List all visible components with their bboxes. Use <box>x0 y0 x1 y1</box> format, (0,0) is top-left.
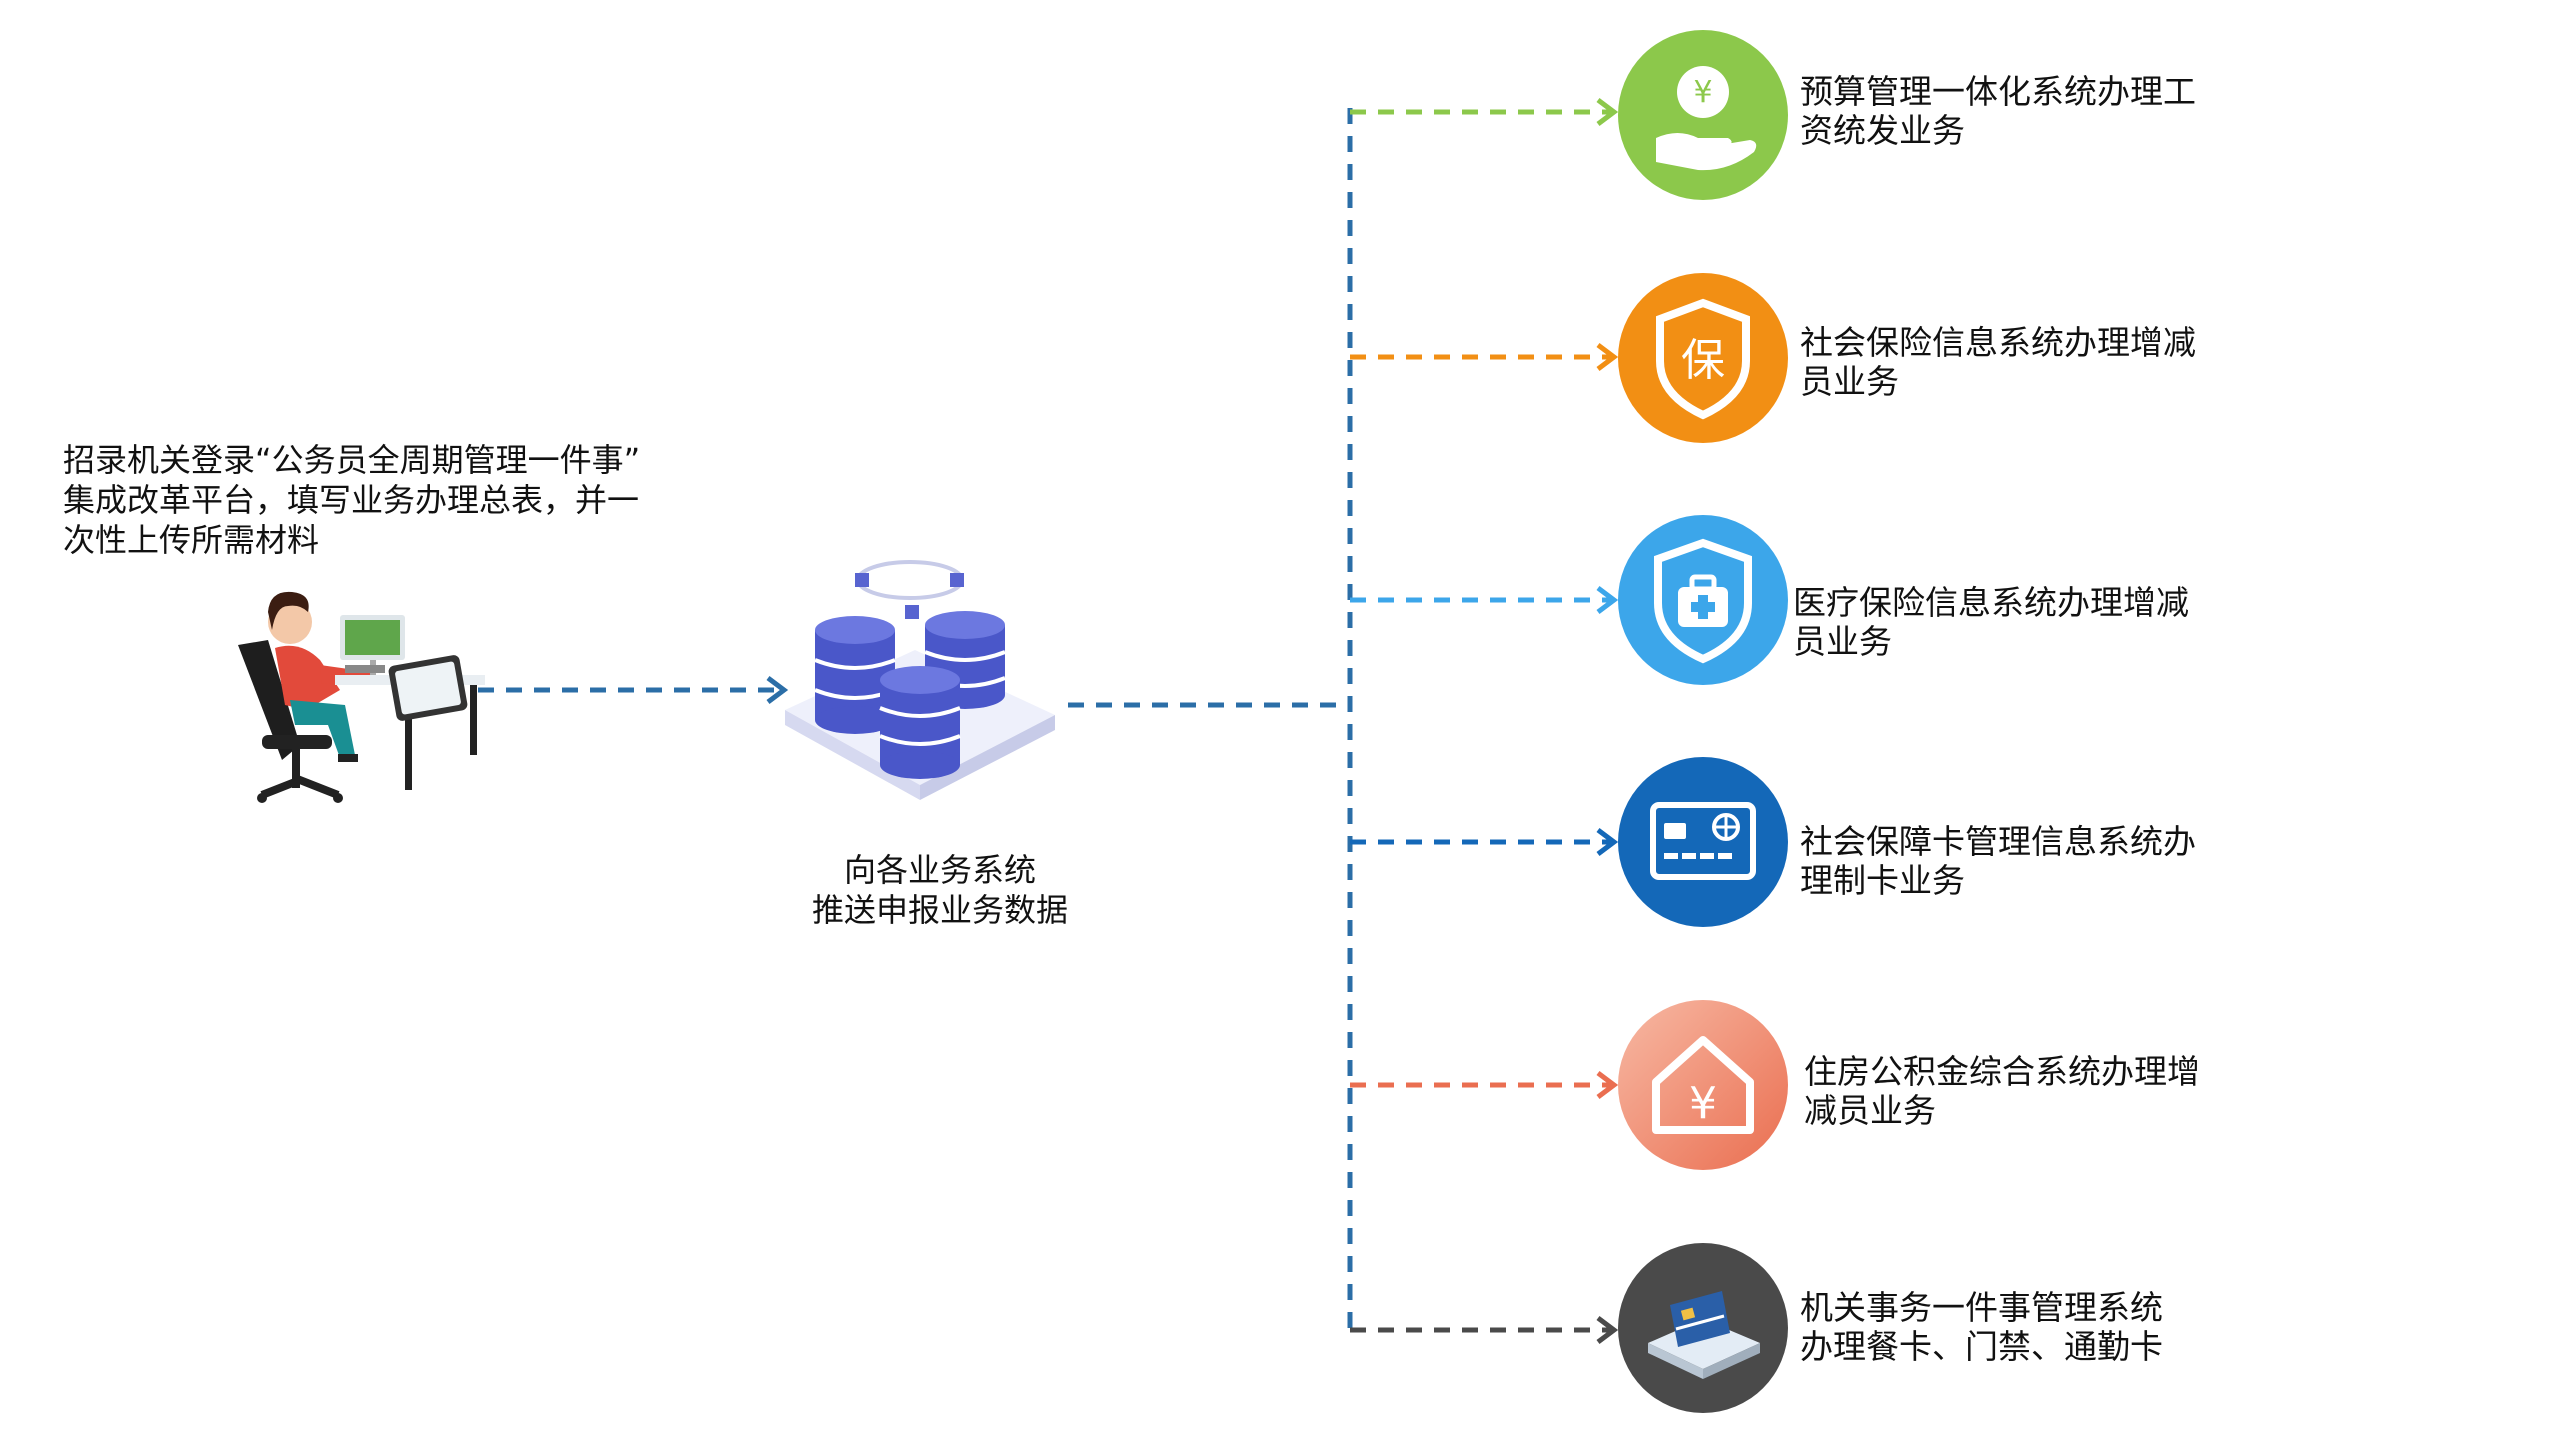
node-label-line: 机关事务一件事管理系统 <box>1800 1288 2163 1327</box>
node-label-housing-fund: 住房公积金综合系统办理增 减员业务 <box>1804 1052 2200 1130</box>
housing-fund-house-icon: ¥ <box>1618 1000 1788 1170</box>
branch-arrow <box>1350 586 1619 614</box>
node-label-line: 预算管理一体化系统办理工 <box>1800 72 2196 111</box>
node-label-line: 办理餐卡、门禁、通勤卡 <box>1800 1327 2163 1366</box>
medical-insurance-shield-icon <box>1618 515 1788 685</box>
salary-payment-icon: ¥ <box>1618 30 1788 200</box>
svg-text:保: 保 <box>1681 335 1725 386</box>
branch-arrow <box>1350 98 1619 126</box>
node-label-medical-insurance: 医疗保险信息系统办理增减 员业务 <box>1793 583 2189 661</box>
node-label-line: 住房公积金综合系统办理增 <box>1804 1052 2200 1091</box>
branch-arrow <box>1350 828 1619 856</box>
intro-line: 集成改革平台，填写业务办理总表，并一 <box>63 481 640 519</box>
node-label-line: 减员业务 <box>1804 1091 1936 1130</box>
node-label-social-security-card: 社会保障卡管理信息系统办 理制卡业务 <box>1800 822 2196 900</box>
intro-line: 招录机关登录“公务员全周期管理一件事” <box>63 441 641 479</box>
svg-text:¥: ¥ <box>1689 1078 1717 1129</box>
social-security-card-icon <box>1618 757 1788 927</box>
intro-line: 次性上传所需材料 <box>63 521 320 559</box>
node-label-line: 资统发业务 <box>1800 111 1965 150</box>
node-label-line: 员业务 <box>1793 622 1892 661</box>
arrow-to-hub <box>478 676 789 704</box>
clerk-at-desk-illustration <box>238 591 485 803</box>
node-label-line: 理制卡业务 <box>1800 861 1965 900</box>
canteen-access-card-icon <box>1618 1243 1788 1413</box>
node-label-budget: 预算管理一体化系统办理工 资统发业务 <box>1800 72 2196 150</box>
branch-arrow <box>1350 1316 1619 1344</box>
branch-arrow <box>1350 1071 1619 1099</box>
node-label-line: 社会保险信息系统办理增减 <box>1800 323 2196 362</box>
social-insurance-shield-icon: 保 <box>1618 273 1788 443</box>
svg-text:¥: ¥ <box>1693 75 1712 110</box>
node-label-line: 医疗保险信息系统办理增减 <box>1793 583 2189 622</box>
node-label-social-insurance: 社会保险信息系统办理增减 员业务 <box>1800 323 2196 401</box>
hub-caption: 向各业务系统 推送申报业务数据 <box>775 850 1105 930</box>
branch-arrow <box>1350 343 1619 371</box>
hub-caption-line: 向各业务系统 <box>843 851 1036 889</box>
branch-arrows <box>1350 98 1619 1344</box>
node-label-line: 社会保障卡管理信息系统办 <box>1800 822 2196 861</box>
intro-text: 招录机关登录“公务员全周期管理一件事” 集成改革平台，填写业务办理总表，并一 次… <box>63 440 640 560</box>
database-server-illustration <box>785 560 1055 800</box>
node-label-line: 员业务 <box>1800 362 1899 401</box>
node-label-canteen-card: 机关事务一件事管理系统 办理餐卡、门禁、通勤卡 <box>1800 1288 2163 1366</box>
hub-caption-line: 推送申报业务数据 <box>811 891 1068 929</box>
